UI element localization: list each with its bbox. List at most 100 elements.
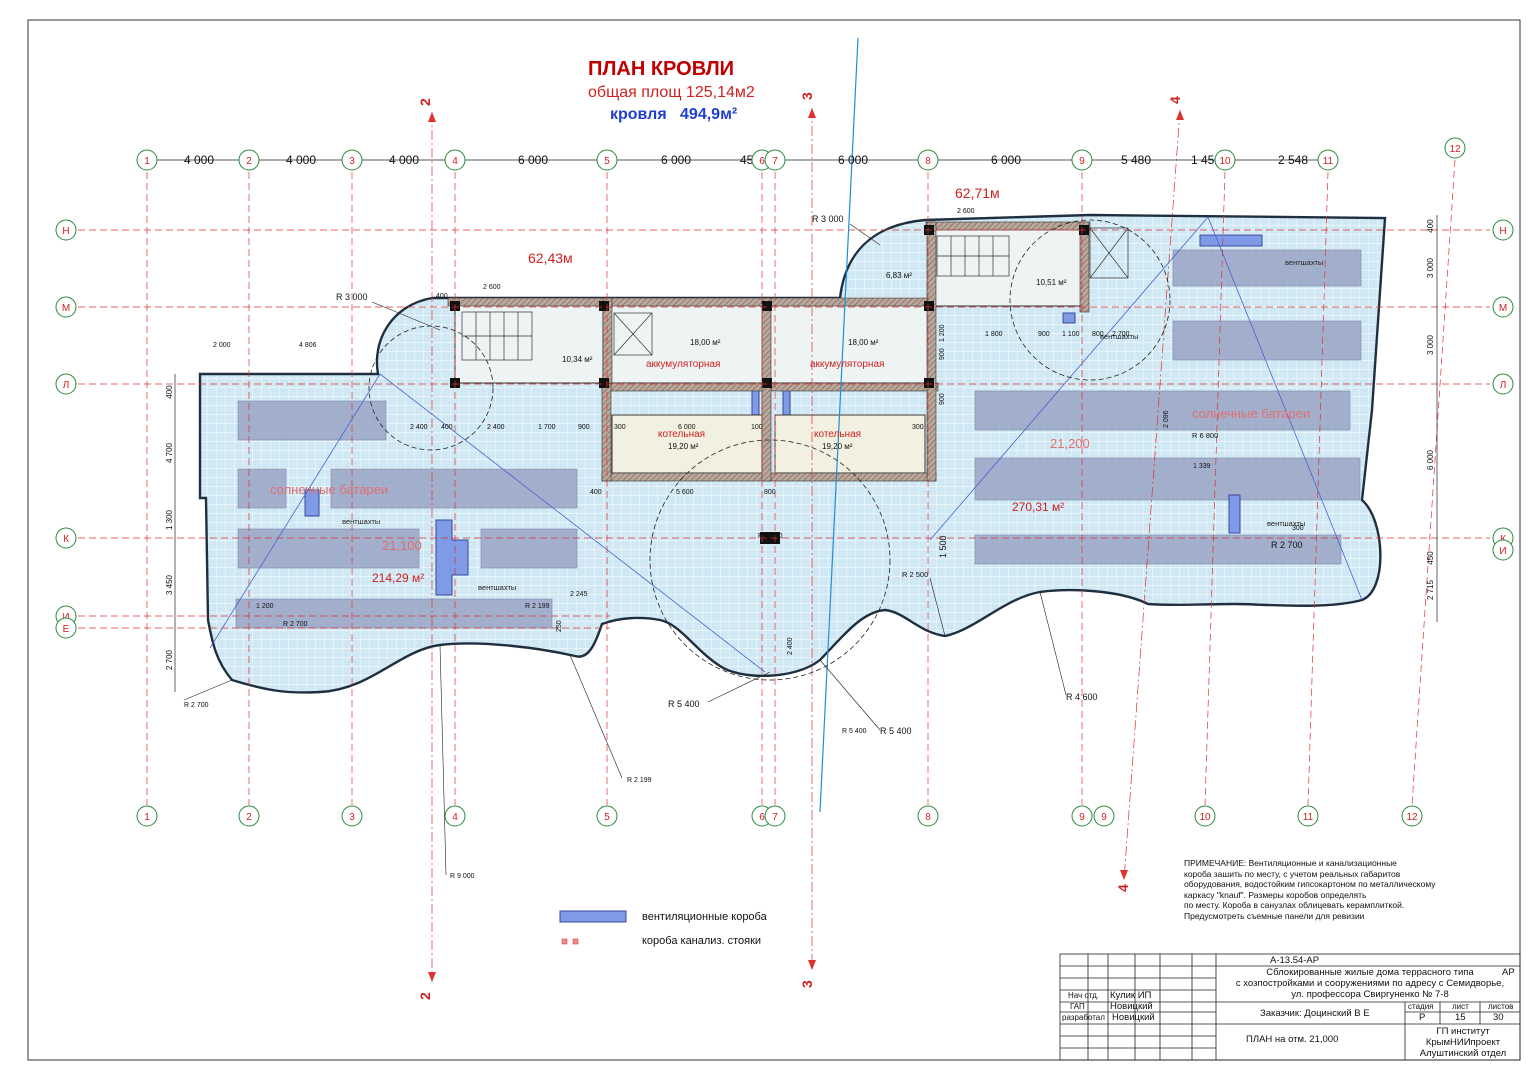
svg-text:2: 2 bbox=[246, 812, 252, 823]
dim-right-1: 3 000 bbox=[1426, 257, 1435, 278]
svg-text:Л: Л bbox=[63, 380, 70, 391]
dim-top-0: 4 000 bbox=[184, 153, 214, 167]
legend-sewer-swatch-1 bbox=[561, 938, 568, 945]
axis-top-1: 1 bbox=[136, 149, 158, 171]
perimeter-right: 62,71м bbox=[955, 185, 1000, 201]
roof-area-value: 494,9м² bbox=[680, 106, 738, 123]
stamp-role-3: разработал bbox=[1062, 1013, 1105, 1022]
svg-text:10: 10 bbox=[1199, 812, 1211, 823]
radius-5: R 2 700 bbox=[1271, 540, 1303, 550]
service-block bbox=[447, 221, 1129, 544]
dim-s-26: 1 339 bbox=[1193, 463, 1211, 470]
left-axis-markers: НМЛКИЕ bbox=[55, 219, 77, 639]
svg-text:И: И bbox=[1499, 546, 1506, 557]
svg-text:М: М bbox=[1499, 303, 1507, 314]
vent-label-1: вентшахты bbox=[342, 517, 380, 526]
solar-label-left: солнечные батареи bbox=[270, 482, 388, 497]
accum-right-area: 18,00 м² bbox=[848, 338, 879, 347]
svg-text:Н: Н bbox=[1499, 226, 1506, 237]
stamp-role-1: Нач отд. bbox=[1068, 991, 1100, 1000]
dim-s-1: 4 806 bbox=[299, 342, 317, 349]
stamp-name-1: Кулик ИП bbox=[1110, 990, 1152, 1001]
dim-s-22: 2 245 bbox=[570, 591, 588, 598]
dim-top-10: 2 548 bbox=[1278, 153, 1308, 167]
svg-text:5: 5 bbox=[604, 812, 610, 823]
dim-s-30: 900 bbox=[939, 348, 946, 360]
svg-text:1: 1 bbox=[144, 156, 150, 167]
svg-text:1: 1 bbox=[144, 812, 150, 823]
dim-s-11: 100 bbox=[751, 424, 763, 431]
radius-3: R 2 700 bbox=[184, 702, 209, 709]
dim-left-2: 1 300 bbox=[165, 509, 174, 530]
axis-left-Е: Е bbox=[55, 617, 77, 639]
radius-14: R 2 500 bbox=[902, 570, 928, 579]
dim-top-3: 6 000 bbox=[518, 153, 548, 167]
dim-s-21: 1 200 bbox=[256, 603, 274, 610]
boiler-left-label: котельная bbox=[658, 429, 705, 440]
dim-s-0: 2 000 bbox=[213, 342, 231, 349]
svg-text:9: 9 bbox=[1101, 812, 1107, 823]
roof-left-area: 214,29 м² bbox=[372, 571, 424, 585]
solar-label-right: солнечные батареи bbox=[1192, 406, 1310, 421]
legend-sewer-label: короба канализ. стояки bbox=[642, 935, 761, 947]
axis-bottom-1-0: 1 bbox=[136, 805, 158, 827]
axis-bottom-12-12: 12 bbox=[1401, 805, 1423, 827]
svg-text:Л: Л bbox=[1500, 380, 1507, 391]
title-block bbox=[1059, 953, 1521, 1061]
stamp-customer: Заказчик: Доцинский В Е bbox=[1260, 1008, 1370, 1019]
axis-bottom-5-4: 5 bbox=[596, 805, 618, 827]
stamp-name-3: Новицкий bbox=[1112, 1012, 1155, 1023]
svg-text:Н: Н bbox=[62, 226, 69, 237]
stamp-project: Сблокированные жилые дома террасного тип… bbox=[1235, 967, 1505, 1000]
construction-lines bbox=[819, 37, 859, 813]
plan-total-area: общая площ 125,14м2 bbox=[588, 84, 755, 101]
svg-text:Е: Е bbox=[63, 624, 70, 635]
section-mark-3-top: 3 bbox=[799, 92, 815, 100]
plan-title: ПЛАН КРОВЛИ bbox=[588, 58, 735, 80]
svg-text:М: М bbox=[62, 303, 70, 314]
axis-right-И: И bbox=[1492, 539, 1514, 561]
radius-2: R 3 000 bbox=[812, 214, 844, 224]
dim-s-15: 800 bbox=[764, 489, 776, 496]
svg-text:9: 9 bbox=[1079, 156, 1085, 167]
svg-text:5: 5 bbox=[604, 156, 610, 167]
perimeter-left: 62,43м bbox=[528, 250, 573, 266]
dim-left-0: 400 bbox=[165, 385, 174, 399]
dim-right-2: 3 000 bbox=[1426, 334, 1435, 355]
stair-right-area: 10,51 м² bbox=[1036, 278, 1067, 287]
vent-label-2: вентшахты bbox=[478, 583, 516, 592]
vent-label-5: вентшахты bbox=[1267, 519, 1305, 528]
dim-s-23: 250 bbox=[556, 620, 563, 632]
dim-s-31: 900 bbox=[939, 393, 946, 405]
axis-left-М: М bbox=[55, 296, 77, 318]
axis-left-Л: Л bbox=[55, 373, 77, 395]
roof-right-level: 21,200 bbox=[1050, 436, 1090, 451]
radius-11: R 2 199 bbox=[525, 603, 550, 610]
svg-text:11: 11 bbox=[1303, 812, 1314, 823]
radius-7: R 5 400 bbox=[880, 726, 912, 736]
section-mark-3-bottom: 3 bbox=[799, 980, 815, 988]
axis-left-Н: Н bbox=[55, 219, 77, 241]
stamp-stage: Р bbox=[1419, 1012, 1426, 1023]
dim-s-19: 800 bbox=[1092, 331, 1104, 338]
dim-left-4: 2 700 bbox=[165, 649, 174, 670]
axis-top-7: 7 bbox=[764, 149, 786, 171]
dim-s-28: 2 096 bbox=[1163, 410, 1170, 428]
svg-text:7: 7 bbox=[772, 812, 778, 823]
axis-left-К: К bbox=[55, 527, 77, 549]
dim-right-4: 450 bbox=[1426, 551, 1435, 565]
dim-s-29: 1 200 bbox=[939, 324, 946, 342]
section-mark-4-bottom: 4 bbox=[1115, 884, 1131, 892]
dim-s-27: 300 bbox=[1292, 525, 1304, 532]
vent-label-4: вентшахты bbox=[1100, 332, 1138, 341]
radius-13: R 4 600 bbox=[1066, 692, 1098, 702]
radius-1: R 3 000 bbox=[336, 292, 368, 302]
dim-top-6: 6 000 bbox=[838, 153, 868, 167]
dim-s-10: 6 000 bbox=[678, 424, 696, 431]
dim-left-3: 3 450 bbox=[165, 574, 174, 595]
dim-s-6: 2 400 bbox=[487, 424, 505, 431]
grid-lines bbox=[78, 159, 1490, 806]
